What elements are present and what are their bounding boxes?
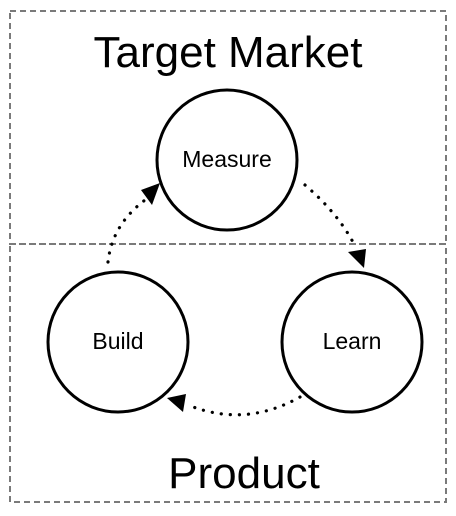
product-region [9, 243, 447, 503]
build-label: Build [92, 328, 143, 354]
learn-node: Learn [280, 270, 424, 414]
learn-label: Learn [323, 328, 382, 354]
arrow-head-measure-to-learn [348, 249, 366, 268]
learn-circle [280, 270, 424, 414]
measure-circle [155, 88, 299, 232]
arrow-head-build-to-measure [141, 183, 160, 205]
target-market-region [9, 10, 447, 245]
product-title: Product [168, 449, 320, 498]
measure-label: Measure [182, 146, 271, 172]
build-node: Build [46, 270, 190, 414]
arrow-build-to-measure [106, 198, 147, 264]
arrow-head-learn-to-build [167, 394, 186, 412]
target-market-title: Target Market [94, 28, 363, 77]
build-circle [46, 270, 190, 414]
arrow-measure-to-learn [303, 183, 358, 250]
measure-node: Measure [155, 88, 299, 232]
arrow-learn-to-build [186, 395, 302, 417]
